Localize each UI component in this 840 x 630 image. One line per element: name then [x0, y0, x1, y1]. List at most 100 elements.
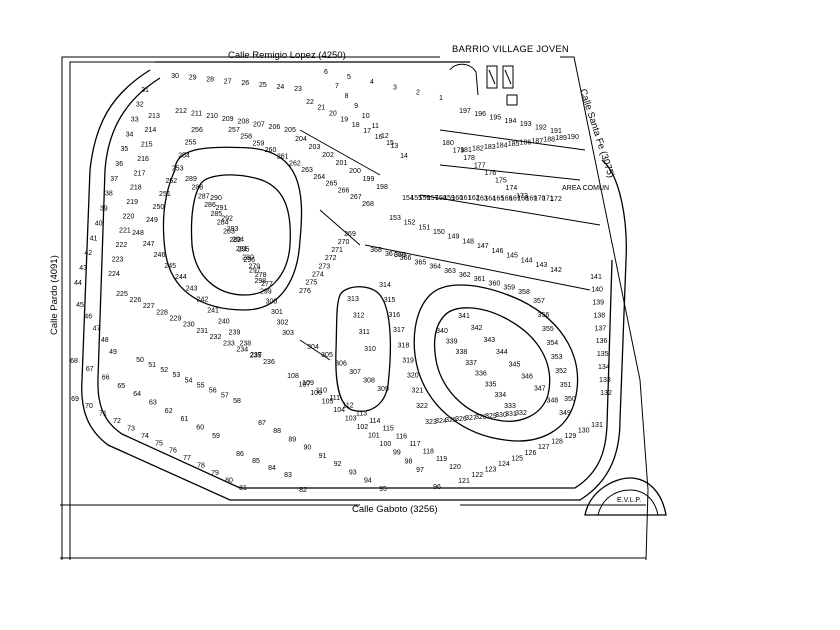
lot-number-13: 13 [391, 143, 399, 150]
lot-number-210: 210 [206, 113, 218, 120]
lot-number-10: 10 [362, 113, 370, 120]
lot-number-223: 223 [112, 256, 124, 263]
lot-number-318: 318 [398, 342, 410, 349]
lot-number-289: 289 [185, 176, 197, 183]
lot-number-182: 182 [472, 145, 484, 152]
lot-number-313: 313 [347, 296, 359, 303]
lot-number-218: 218 [130, 185, 142, 192]
lot-number-171: 171 [542, 196, 554, 203]
lot-number-31: 31 [141, 87, 149, 94]
lot-number-2: 2 [416, 90, 420, 97]
lot-number-39: 39 [100, 206, 108, 213]
lot-number-138: 138 [593, 313, 605, 320]
lot-number-233: 233 [223, 340, 235, 347]
lot-number-339: 339 [446, 339, 458, 346]
lot-number-129: 129 [565, 433, 577, 440]
lot-number-76: 76 [169, 448, 177, 455]
lot-number-93: 93 [349, 469, 357, 476]
street-south-label: Calle Gaboto (3256) [352, 504, 438, 515]
lot-number-359: 359 [503, 285, 515, 292]
lot-number-270: 270 [338, 239, 350, 246]
lot-number-292: 292 [221, 216, 233, 223]
lot-number-360: 360 [489, 280, 501, 287]
lot-number-20: 20 [329, 111, 337, 118]
lot-number-103: 103 [345, 416, 357, 423]
lot-number-307: 307 [349, 369, 361, 376]
lot-number-308: 308 [363, 377, 375, 384]
lot-number-136: 136 [596, 338, 608, 345]
lot-number-71: 71 [99, 411, 107, 418]
lot-number-24: 24 [277, 84, 285, 91]
lot-number-1: 1 [439, 95, 443, 102]
lot-number-80: 80 [225, 477, 233, 484]
perimeter-streets [81, 61, 627, 501]
lot-number-278: 278 [255, 272, 267, 279]
lot-number-18: 18 [352, 122, 360, 129]
lot-number-314: 314 [379, 282, 391, 289]
lot-number-259: 259 [253, 140, 265, 147]
lot-number-41: 41 [90, 235, 98, 242]
lot-number-123: 123 [485, 467, 497, 474]
lot-number-194: 194 [505, 118, 517, 125]
lot-number-37: 37 [110, 176, 118, 183]
lot-number-260: 260 [265, 147, 277, 154]
lot-number-22: 22 [306, 99, 314, 106]
lot-number-240: 240 [218, 319, 230, 326]
lot-number-366: 366 [400, 255, 412, 262]
lot-number-273: 273 [318, 263, 330, 270]
lot-number-90: 90 [304, 445, 312, 452]
lot-number-283: 283 [223, 228, 235, 235]
lot-number-341: 341 [458, 313, 470, 320]
lot-number-111: 111 [329, 395, 340, 402]
lot-number-356: 356 [538, 312, 550, 319]
lot-number-54: 54 [185, 377, 193, 384]
lot-number-238: 238 [239, 341, 251, 348]
lot-number-17: 17 [363, 128, 371, 135]
lot-number-193: 193 [520, 121, 532, 128]
lot-number-63: 63 [149, 400, 157, 407]
lot-number-84: 84 [268, 465, 276, 472]
lot-number-234: 234 [236, 346, 248, 353]
lot-number-134: 134 [598, 364, 610, 371]
lot-number-130: 130 [578, 427, 590, 434]
lot-number-30: 30 [171, 73, 179, 80]
lot-number-16: 16 [375, 134, 383, 141]
lot-number-217: 217 [134, 170, 146, 177]
lot-number-183: 183 [484, 144, 496, 151]
lot-number-365: 365 [415, 259, 427, 266]
lot-number-280: 280 [242, 255, 254, 262]
lot-number-331: 331 [505, 411, 517, 418]
barrio-name-label: BARRIO VILLAGE JOVEN [452, 44, 569, 55]
lot-number-87: 87 [258, 420, 266, 427]
east-loop [413, 284, 579, 442]
lot-number-226: 226 [130, 297, 142, 304]
lot-number-328: 328 [475, 414, 487, 421]
lot-number-72: 72 [113, 418, 121, 425]
lot-number-132: 132 [600, 390, 612, 397]
lot-number-172: 172 [550, 196, 562, 203]
lot-number-312: 312 [353, 313, 365, 320]
lot-number-205: 205 [284, 127, 296, 134]
lot-number-354: 354 [546, 340, 558, 347]
lot-number-266: 266 [338, 187, 350, 194]
lot-number-284: 284 [217, 220, 229, 227]
lot-number-154: 154 [402, 195, 414, 202]
lot-number-271: 271 [331, 247, 343, 254]
lot-number-315: 315 [384, 297, 396, 304]
lot-number-231: 231 [196, 328, 208, 335]
lot-number-281: 281 [236, 246, 248, 253]
lot-number-98: 98 [405, 458, 413, 465]
lot-number-258: 258 [240, 134, 252, 141]
lot-number-243: 243 [186, 285, 198, 292]
lot-number-100: 100 [380, 441, 392, 448]
lot-number-357: 357 [533, 298, 545, 305]
lot-number-162: 162 [468, 195, 480, 202]
lot-number-176: 176 [484, 170, 496, 177]
lot-number-152: 152 [404, 220, 416, 227]
lot-number-96: 96 [433, 484, 441, 491]
lot-number-107: 107 [299, 381, 311, 388]
evlp-area [584, 477, 667, 516]
lot-number-186: 186 [520, 140, 532, 147]
lot-number-73: 73 [127, 426, 135, 433]
lot-number-237: 237 [250, 352, 262, 359]
